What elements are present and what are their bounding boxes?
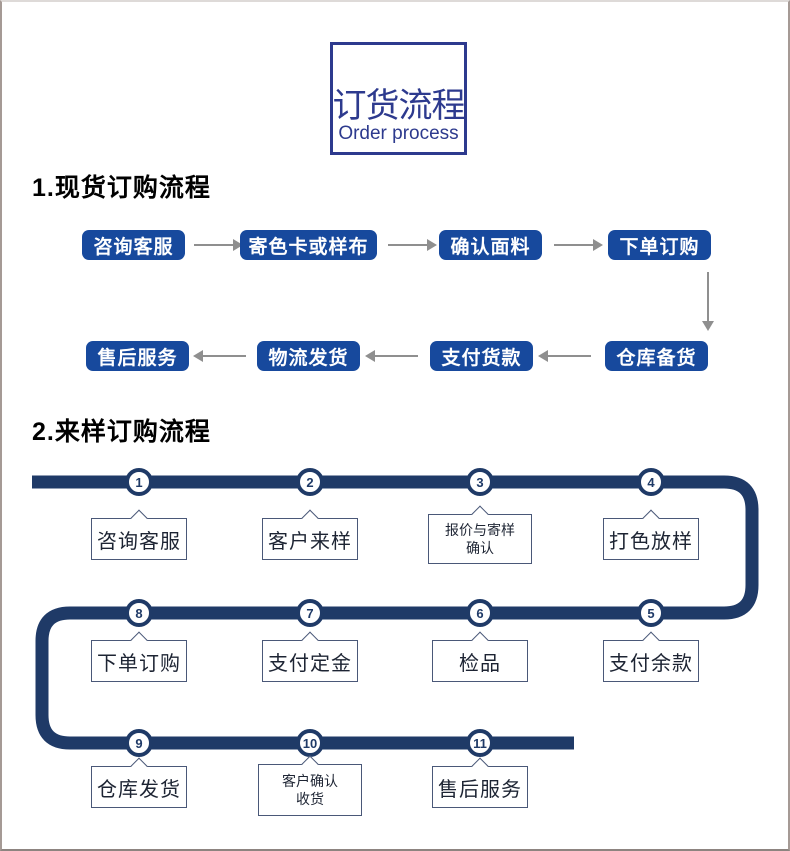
flow1-step-payment: 支付货款 bbox=[430, 341, 533, 371]
flow1-step-send-sample: 寄色卡或样布 bbox=[240, 230, 377, 260]
arrow-right-icon bbox=[194, 239, 243, 251]
title-box: 订货流程 Order process bbox=[330, 42, 467, 155]
flow1-step-after-sale: 售后服务 bbox=[86, 341, 189, 371]
flow2-node-9: 9 bbox=[125, 729, 153, 757]
flow2-node-10: 10 bbox=[296, 729, 324, 757]
arrow-right-icon bbox=[388, 239, 437, 251]
flow1-step-stock-prepare: 仓库备货 bbox=[605, 341, 708, 371]
flow1-step-consult: 咨询客服 bbox=[82, 230, 185, 260]
page-title: 订货流程 bbox=[332, 87, 466, 126]
arrow-left-icon bbox=[538, 350, 591, 362]
section2-heading: 2.来样订购流程 bbox=[32, 418, 211, 446]
flow1-step-confirm-fabric: 确认面料 bbox=[439, 230, 542, 260]
flow2-node-8: 8 bbox=[125, 599, 153, 627]
flow2-node-7: 7 bbox=[296, 599, 324, 627]
flow2-label-after-sale: 售后服务 bbox=[432, 757, 528, 808]
flow1-step-place-order: 下单订购 bbox=[608, 230, 711, 260]
flow2-label-customer-receive: 客户确认收货 bbox=[258, 755, 362, 816]
flow2-node-5: 5 bbox=[637, 599, 665, 627]
flow1-step-logistics: 物流发货 bbox=[257, 341, 360, 371]
flow2-node-2: 2 bbox=[296, 468, 324, 496]
flow2-node-6: 6 bbox=[466, 599, 494, 627]
flow2-label-inspection: 检品 bbox=[432, 631, 528, 682]
flow2-node-3: 3 bbox=[466, 468, 494, 496]
flow2-label-balance: 支付余款 bbox=[603, 631, 699, 682]
flow2-label-customer-sample: 客户来样 bbox=[262, 509, 358, 560]
flow2-node-4: 4 bbox=[637, 468, 665, 496]
arrow-left-icon bbox=[365, 350, 418, 362]
flow2-label-consult: 咨询客服 bbox=[91, 509, 187, 560]
arrow-right-icon bbox=[554, 239, 603, 251]
flow2-label-quote-confirm: 报价与寄样确认 bbox=[428, 505, 532, 564]
section1-heading: 1.现货订购流程 bbox=[32, 174, 211, 202]
flow2-label-warehouse-ship: 仓库发货 bbox=[91, 757, 187, 808]
flow2-label-place-order: 下单订购 bbox=[91, 631, 187, 682]
page-subtitle: Order process bbox=[338, 123, 459, 145]
flow2-node-11: 11 bbox=[466, 729, 494, 757]
flow2-label-color-sample: 打色放样 bbox=[603, 509, 699, 560]
arrow-down-icon bbox=[702, 272, 714, 331]
flow2-label-deposit: 支付定金 bbox=[262, 631, 358, 682]
arrow-left-icon bbox=[193, 350, 246, 362]
flow2-node-1: 1 bbox=[125, 468, 153, 496]
